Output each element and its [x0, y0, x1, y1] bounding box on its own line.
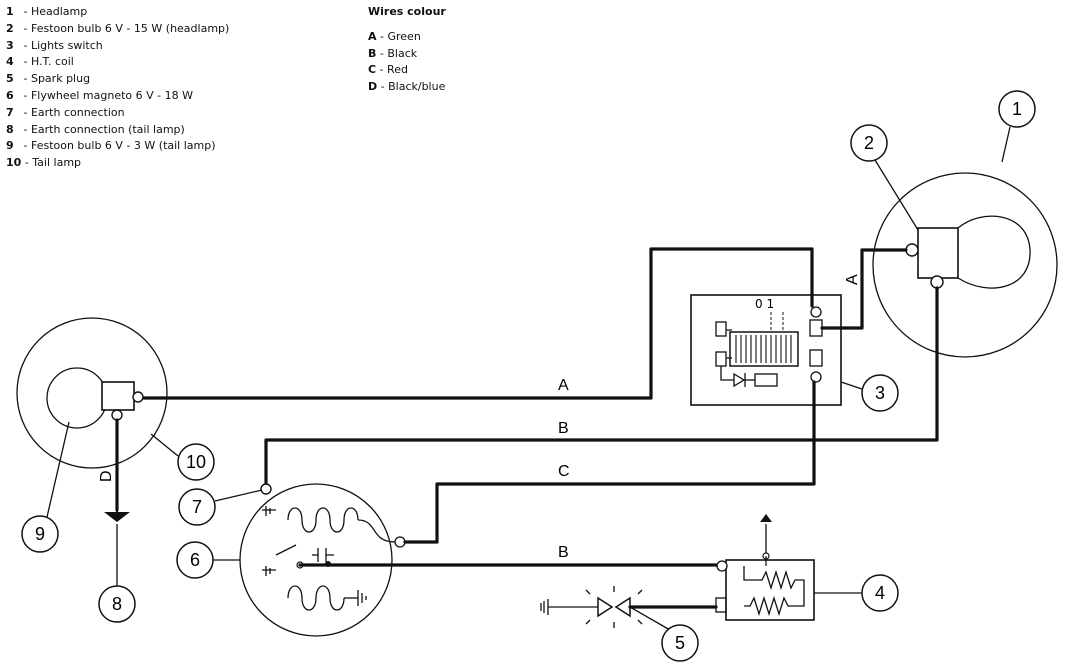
svg-text:4: 4: [875, 583, 885, 603]
callout-2: 2: [850, 124, 919, 231]
legend-item: 1 - Headlamp: [6, 5, 88, 18]
wire-a: [142, 247, 814, 400]
flywheel-magneto: [239, 483, 406, 637]
wire-legend-item: C - Red: [368, 63, 408, 77]
wire-legend-item: A - Green: [368, 29, 421, 43]
callout-9: 9: [21, 421, 70, 553]
legend-item: 6 - Flywheel magneto 6 V - 18 W: [6, 88, 193, 102]
wire-label-b-lower: B: [558, 544, 569, 561]
legend-item: 8 - Earth connection (tail lamp): [6, 122, 185, 136]
wire-label-a: A: [558, 377, 569, 394]
svg-text:10: 10: [186, 452, 206, 472]
legend-item: 2 - Festoon bulb 6 V - 15 W (headlamp): [6, 21, 230, 35]
legend-item: 3 - Lights switch: [6, 38, 103, 52]
wire-label-b: B: [558, 420, 569, 437]
legend-item: 10 - Tail lamp: [6, 156, 82, 170]
legend-item: 9 - Festoon bulb 6 V - 3 W (tail lamp): [6, 139, 216, 153]
svg-text:7: 7: [192, 497, 202, 517]
tail-lamp-earth: [104, 510, 130, 522]
wire-a-headlamp: [820, 248, 908, 330]
svg-text:2: 2: [864, 133, 874, 153]
callout-1: 1: [998, 90, 1036, 163]
switch-positions-label: 0 1: [755, 297, 774, 311]
wire-label-c: C: [558, 463, 570, 480]
svg-text:5: 5: [675, 633, 685, 653]
callout-8: 8: [98, 524, 136, 623]
callout-7: 7: [178, 488, 263, 526]
callout-3: 3: [840, 374, 899, 412]
wire-c: [403, 380, 816, 544]
callout-10: 10: [150, 433, 215, 481]
legend-item: 4 - H.T. coil: [6, 55, 74, 69]
legend-item: 7 - Earth connection: [6, 105, 125, 119]
svg-text:9: 9: [35, 524, 45, 544]
spark-plug: [540, 586, 643, 628]
wire-label-a-vertical: A: [844, 274, 861, 285]
callout-5: 5: [629, 606, 699, 662]
wire-colour-legend: Wires colour A - Green B - Black C - Red…: [368, 4, 446, 96]
wire-legend-item: D - Black/blue: [368, 80, 446, 94]
legend-item: 5 - Spark plug: [6, 72, 91, 86]
tail-lamp: [16, 317, 168, 469]
lights-switch: 0 1: [690, 294, 842, 406]
wire-label-d: D: [98, 470, 115, 482]
wire-legend-title: Wires colour: [368, 5, 446, 18]
svg-text:8: 8: [112, 594, 122, 614]
svg-text:1: 1: [1012, 99, 1022, 119]
svg-text:3: 3: [875, 383, 885, 403]
wire-b-top: [264, 286, 939, 485]
callout-6: 6: [176, 541, 240, 579]
svg-text:6: 6: [190, 550, 200, 570]
ht-coil: [715, 514, 815, 621]
earth-connection: [260, 483, 272, 495]
callout-4: 4: [814, 574, 899, 612]
headlamp: [872, 172, 1058, 358]
component-legend: 1 - Headlamp 2 - Festoon bulb 6 V - 15 W…: [6, 4, 229, 172]
wire-legend-item: B - Black: [368, 46, 418, 60]
